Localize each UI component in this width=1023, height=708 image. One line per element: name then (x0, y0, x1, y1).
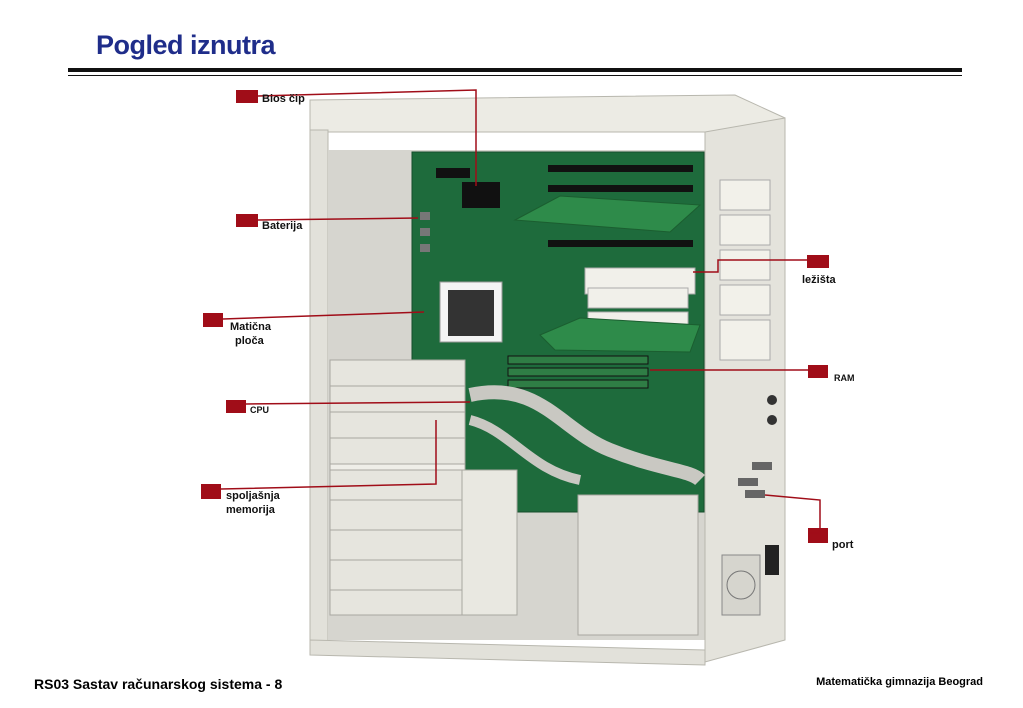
title-rule-thin (68, 75, 962, 76)
title-rule-thick (68, 68, 962, 72)
ram-stick-3 (507, 379, 649, 389)
bios-chip (462, 182, 500, 208)
power-supply (577, 494, 699, 636)
callout-spoljasnja (201, 420, 437, 499)
label-bios: Bios čip (262, 93, 305, 105)
label-baterija: Baterija (262, 220, 303, 232)
footer-right: Matematička gimnazija Beograd (816, 676, 983, 688)
callout-baterija (236, 214, 419, 227)
slide-title: Pogled iznutra (96, 30, 276, 60)
label-lezista: ležišta (802, 274, 836, 286)
label-ram: RAM (834, 373, 855, 383)
battery (420, 212, 430, 220)
callout-bios (236, 89, 477, 186)
callout-lezista (693, 255, 829, 273)
case-bottom (309, 639, 706, 666)
callout-ram (650, 365, 828, 378)
label-spoljasnja-line1: spoljašnja (226, 490, 280, 502)
callout-maticna (203, 311, 425, 327)
label-port: port (832, 539, 854, 551)
footer-left: RS03 Sastav računarskog sistema - 8 (34, 676, 283, 692)
ribbon-cable (468, 385, 705, 486)
case-left-wall (309, 129, 329, 651)
psu-fan (721, 554, 761, 616)
expansion-card (513, 195, 702, 233)
label-cpu: CPU (250, 405, 270, 415)
label-spoljasnja-line2: memorija (226, 504, 275, 516)
callout-cpu (226, 400, 471, 413)
ram-stick-2 (507, 367, 649, 377)
second-card (539, 317, 701, 353)
ram-stick-1 (507, 355, 649, 365)
case-top (309, 94, 786, 133)
callout-port (764, 494, 828, 543)
label-maticna-line2: ploča (235, 335, 264, 347)
bay-bracket-2 (587, 287, 689, 309)
label-maticna-line1: Matična (230, 321, 271, 333)
